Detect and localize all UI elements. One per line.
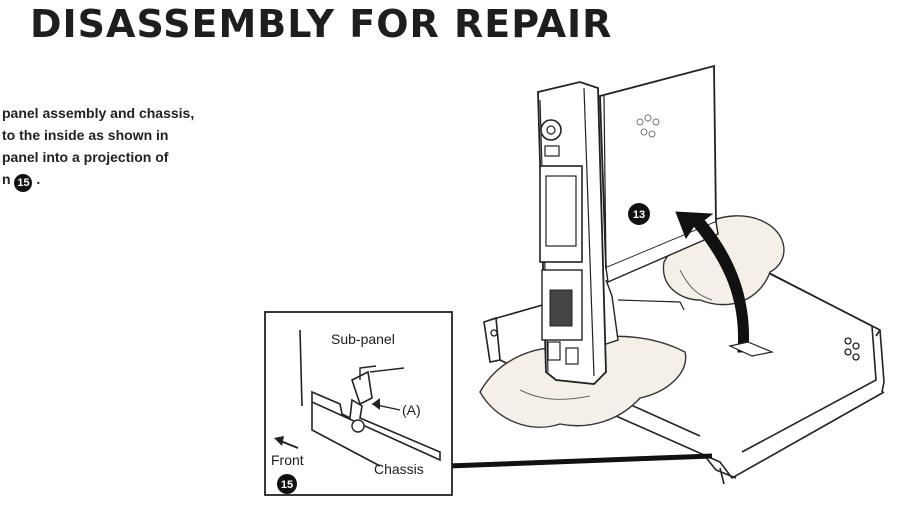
chassis-label: Chassis: [374, 461, 424, 477]
front-label: Front: [271, 452, 304, 468]
chassis-holes: [490, 329, 860, 361]
paragraph-line-4: n 15 .: [2, 168, 272, 192]
rotation-arrow: [675, 211, 750, 353]
paragraph-line-2: to the inside as shown in: [2, 127, 169, 143]
svg-text:15: 15: [281, 479, 293, 491]
instruction-paragraph: panel assembly and chassis, to the insid…: [2, 102, 272, 192]
paragraph-line-4-suffix: .: [36, 171, 41, 187]
paragraph-line-3: panel into a projection of: [2, 149, 169, 165]
page-title: DISASSEMBLY FOR REPAIR: [30, 2, 613, 46]
paragraph-line-1: panel assembly and chassis,: [2, 105, 195, 121]
step-marker-13: 13: [628, 203, 650, 225]
detail-leader-line: [447, 453, 713, 469]
figure-ref-badge: 15: [14, 174, 33, 192]
svg-text:13: 13: [633, 209, 645, 221]
point-a-label: (A): [402, 402, 421, 418]
sub-panel-board: [537, 81, 607, 385]
detail-inset: Sub-panel (A) Front Chassis 15: [264, 311, 453, 496]
paragraph-line-4-prefix: n: [2, 171, 11, 187]
main-panel-board: [599, 64, 719, 345]
subpanel-label: Sub-panel: [331, 331, 395, 347]
step-marker-15: 15: [277, 474, 297, 494]
